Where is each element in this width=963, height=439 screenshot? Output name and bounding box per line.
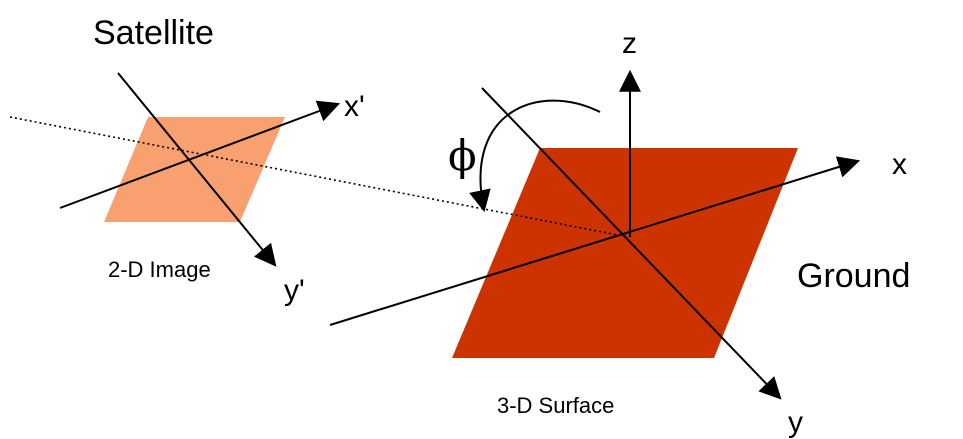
image-caption: 2-D Image <box>108 257 211 282</box>
y-prime-axis <box>117 72 277 267</box>
ground-label: Ground <box>797 257 910 295</box>
satellite-label: Satellite <box>93 14 214 52</box>
surface-plane <box>452 148 798 358</box>
x-prime-label: x' <box>344 90 365 123</box>
z-label: z <box>622 27 637 60</box>
y-axis <box>481 87 782 400</box>
y-prime-label: y' <box>284 274 305 307</box>
surface-caption: 3-D Surface <box>497 393 614 418</box>
image-plane <box>104 117 285 222</box>
angle-phi-label: ϕ <box>448 131 477 180</box>
x-prime-axis <box>59 100 341 209</box>
y-label: y <box>788 406 803 439</box>
angle-arc <box>469 99 601 213</box>
x-axis <box>329 156 861 326</box>
x-label: x <box>892 148 907 181</box>
